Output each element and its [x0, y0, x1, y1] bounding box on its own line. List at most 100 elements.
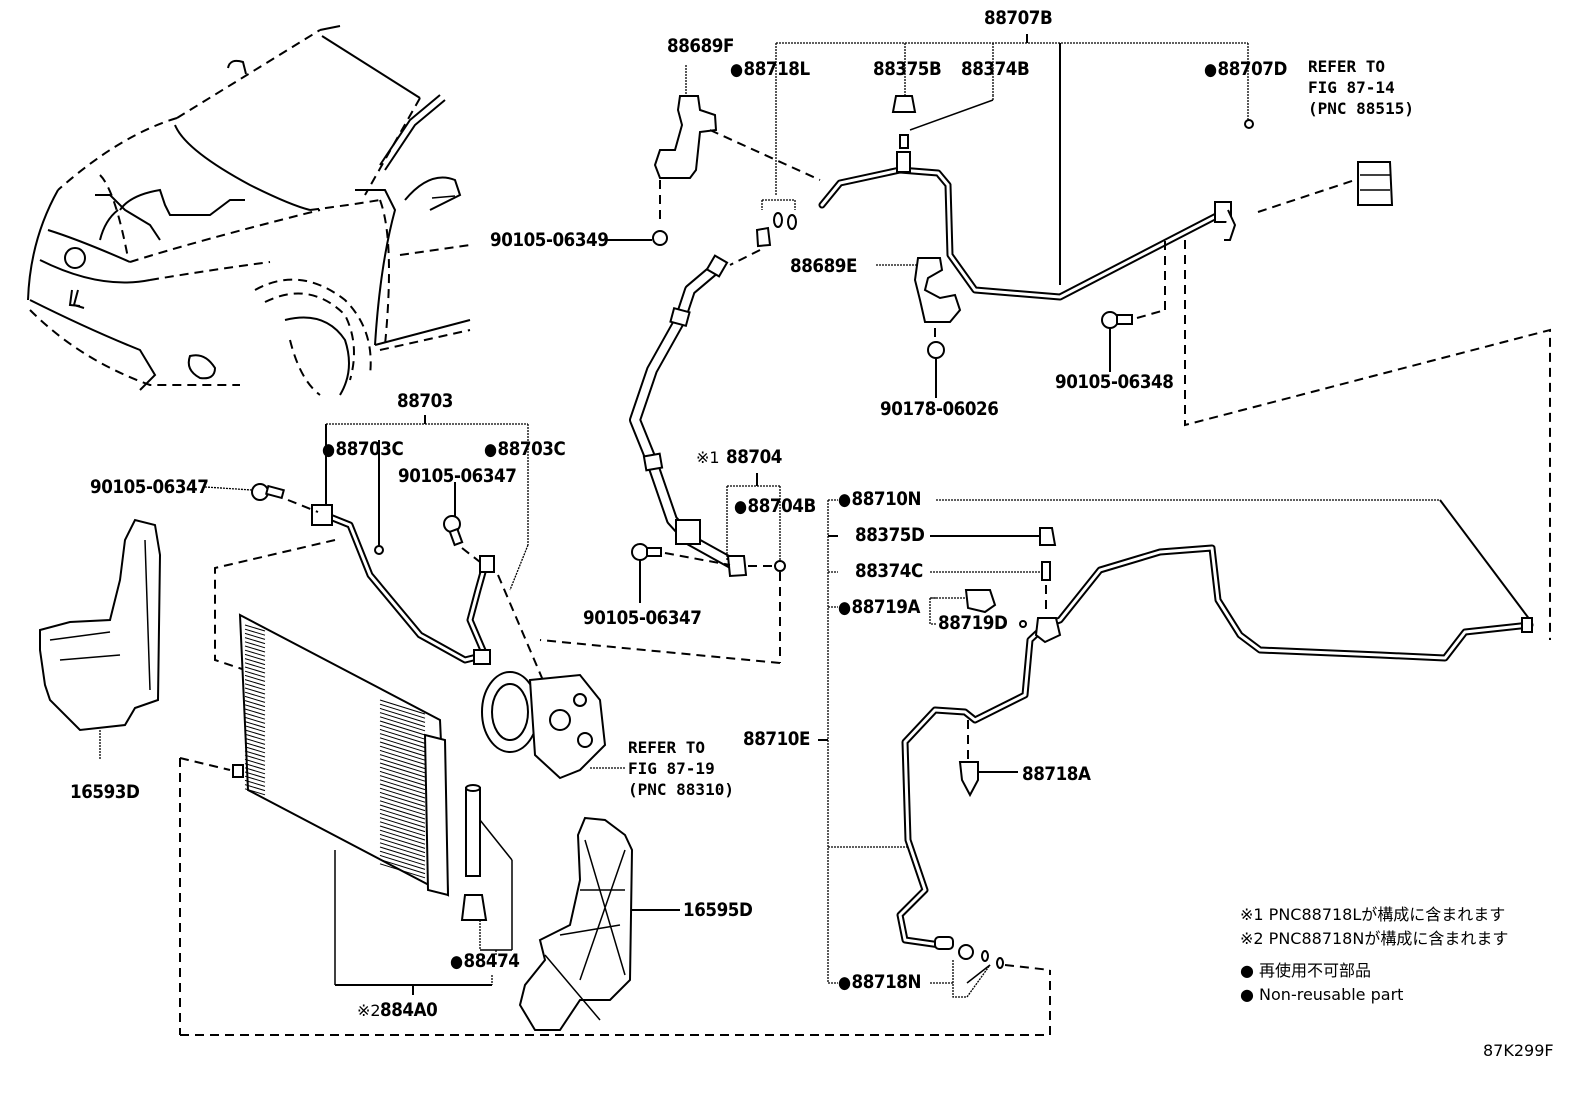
condenser-fin	[244, 784, 266, 792]
part-label-90105-06349[interactable]: 90105-06349	[490, 229, 609, 251]
condenser-fin	[379, 720, 426, 736]
condenser-fin	[244, 679, 266, 687]
condenser-fin	[244, 628, 266, 636]
part-label-88374C[interactable]: 88374C	[855, 560, 923, 582]
condenser-fin	[244, 704, 266, 712]
bracket-88703	[325, 415, 529, 591]
condenser-fin	[244, 683, 266, 691]
legend-nonreusable-en: ● Non-reusable part	[1240, 985, 1404, 1004]
part-label-88719A[interactable]: 88719A	[838, 598, 921, 617]
part-label-884A0[interactable]: 884A0	[380, 999, 438, 1021]
part-label-88474[interactable]: 88474	[450, 952, 520, 971]
condenser-fin	[379, 787, 426, 803]
condenser-fin	[379, 842, 426, 858]
condenser-fin	[379, 796, 426, 812]
condenser-fin	[244, 637, 266, 645]
condenser-fin	[244, 729, 266, 737]
pipe-88707B	[818, 95, 1394, 301]
part-label-88689E[interactable]: 88689E	[790, 255, 857, 277]
refer-fig-87-14[interactable]: REFER TO FIG 87-14 (PNC 88515)	[1308, 57, 1414, 118]
condenser-fin	[379, 737, 426, 753]
part-label-88707D[interactable]: 88707D	[1204, 60, 1288, 79]
condenser-fin	[379, 762, 426, 778]
part-label-90105-06347-upper[interactable]: 90105-06347	[398, 465, 517, 487]
condenser-fin	[244, 775, 266, 783]
condenser-fin	[244, 725, 266, 733]
part-label-88704B[interactable]: 88704B	[734, 497, 817, 516]
condenser-fin	[244, 763, 266, 771]
condenser-fin	[244, 746, 266, 754]
condenser	[179, 613, 1051, 1036]
part-label-88707B[interactable]: 88707B	[984, 7, 1053, 29]
condenser-fin	[244, 649, 266, 657]
condenser-fin	[379, 825, 426, 841]
condenser-fin	[244, 624, 266, 632]
condenser-fin	[379, 800, 426, 816]
vehicle-outline	[27, 25, 471, 396]
part-label-88710E[interactable]: 88710E	[743, 728, 810, 750]
condenser-fin	[244, 653, 266, 661]
part-label-16593D[interactable]: 16593D	[70, 781, 140, 803]
bracket-88707B	[775, 34, 1249, 285]
condenser-fin	[244, 674, 266, 682]
condenser-fin	[244, 788, 266, 796]
part-label-88718N[interactable]: 88718N	[838, 973, 922, 992]
condenser-fin	[244, 721, 266, 729]
part-label-90105-06347-lower[interactable]: 90105-06347	[583, 607, 702, 629]
condenser-fin	[379, 728, 426, 744]
part-label-90105-06348[interactable]: 90105-06348	[1055, 371, 1174, 393]
part-label-88374B[interactable]: 88374B	[961, 58, 1030, 80]
condenser-fin	[244, 700, 266, 708]
part-label-90178-06026[interactable]: 90178-06026	[880, 398, 999, 420]
condenser-fin	[379, 812, 426, 828]
hose-88704	[539, 199, 797, 664]
condenser-fin	[379, 829, 426, 845]
condenser-fin	[244, 662, 266, 670]
condenser-fin	[379, 821, 426, 837]
condenser-fin	[379, 833, 426, 849]
condenser-fin	[244, 771, 266, 779]
part-label-88719D[interactable]: 88719D	[938, 612, 1008, 634]
part-label-88689F[interactable]: 88689F	[667, 35, 734, 57]
condenser-fin	[379, 838, 426, 854]
bracket-88689F-shape	[605, 65, 821, 246]
condenser-fin	[244, 737, 266, 745]
condenser-fin	[244, 695, 266, 703]
part-label-90105-06347-left[interactable]: 90105-06347	[90, 476, 209, 498]
condenser-fin	[379, 783, 426, 799]
part-label-88704[interactable]: 88704	[726, 446, 782, 468]
desiccant-88474	[460, 784, 513, 955]
dashed-connection-right	[1184, 240, 1551, 640]
refer-fig-87-19[interactable]: REFER TO FIG 87-19 (PNC 88310)	[628, 738, 734, 799]
footnote-mark-1: ※1	[696, 448, 720, 467]
condenser-fin	[379, 699, 426, 715]
condenser-fin	[379, 863, 426, 879]
condenser-fin	[379, 854, 426, 870]
condenser-fin	[379, 712, 426, 728]
condenser-fin	[244, 750, 266, 758]
part-label-88703C-left[interactable]: 88703C	[322, 440, 404, 459]
hose-88703	[204, 483, 546, 686]
bracket-88689E-shape	[876, 257, 962, 398]
condenser-fin	[244, 733, 266, 741]
shroud-16593D	[39, 518, 162, 760]
part-label-88703[interactable]: 88703	[397, 390, 453, 412]
part-label-88375D[interactable]: 88375D	[855, 524, 925, 546]
part-label-88710N[interactable]: 88710N	[838, 490, 922, 509]
part-label-88375B[interactable]: 88375B	[873, 58, 942, 80]
condenser-fin	[244, 658, 266, 666]
condenser-fin	[379, 775, 426, 791]
part-label-88703C-right[interactable]: 88703C	[484, 440, 566, 459]
part-label-88718A[interactable]: 88718A	[1022, 763, 1091, 785]
part-label-88718L[interactable]: 88718L	[730, 60, 811, 79]
part-label-16595D[interactable]: 16595D	[683, 899, 753, 921]
condenser-fin	[244, 779, 266, 787]
condenser-fin	[379, 804, 426, 820]
bolt-90105-06348	[1101, 240, 1166, 372]
footnote-mark-2: ※2	[357, 1001, 381, 1020]
condenser-fin	[379, 733, 426, 749]
condenser-fin	[244, 687, 266, 695]
condenser-fin	[244, 708, 266, 716]
condenser-fin	[379, 808, 426, 824]
